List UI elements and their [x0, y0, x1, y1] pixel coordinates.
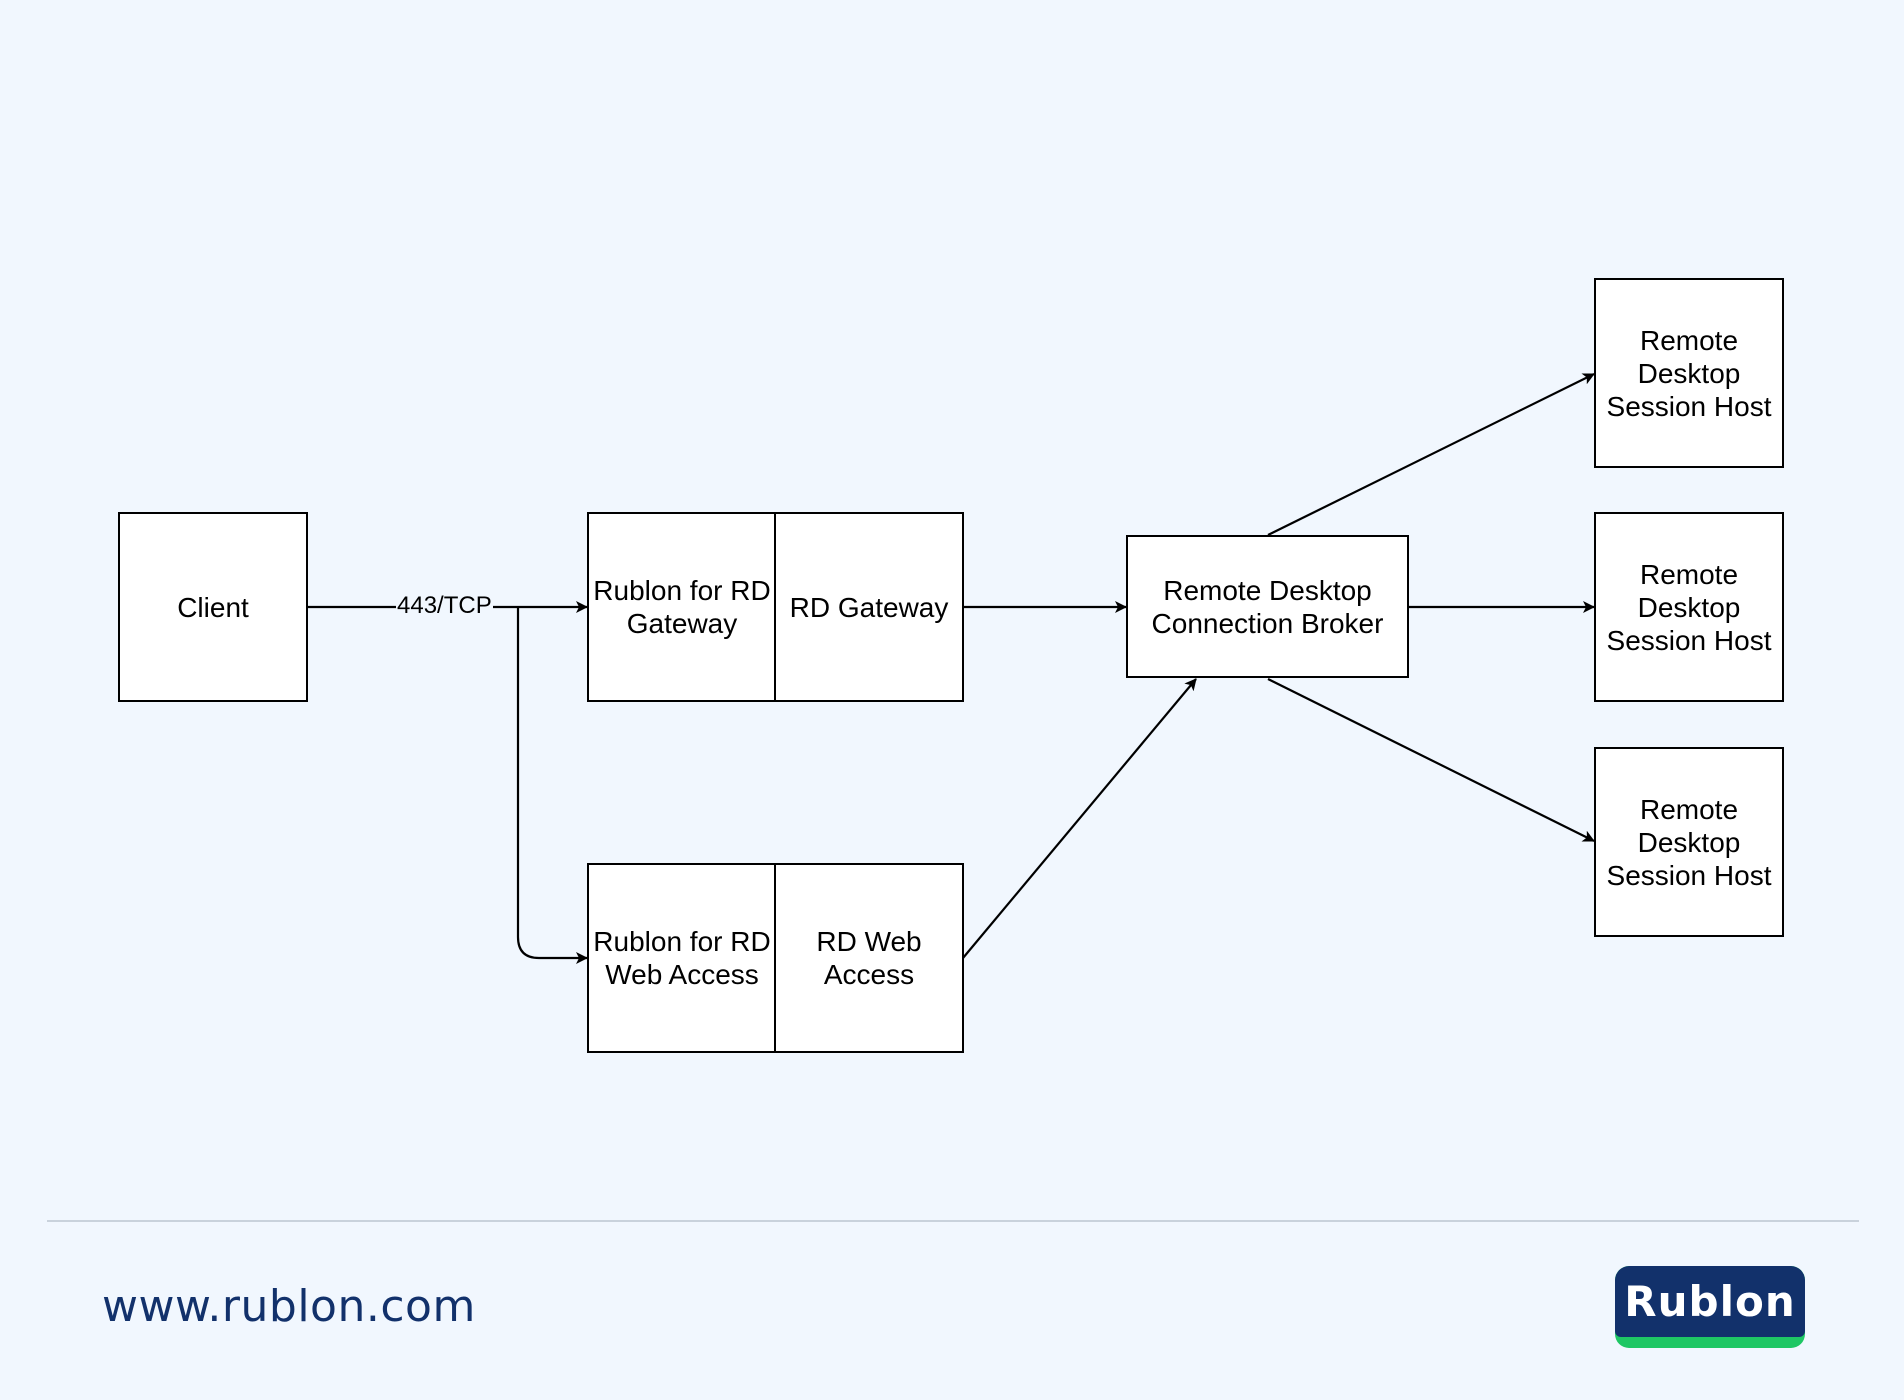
- rublon-logo-text: Rublon: [1624, 1277, 1796, 1326]
- rd-web-access-label: RD Web Access: [816, 926, 922, 990]
- edge-label-443-tcp: 443/TCP: [396, 592, 493, 620]
- rublon-rd-web-access-label: Rublon for RD Web Access: [593, 926, 771, 990]
- footer-divider: [47, 1220, 1859, 1222]
- rd-web-access-node: RD Web Access: [774, 863, 964, 1053]
- edge-broker-to-session-host-1: [1267, 373, 1595, 536]
- rublon-rd-web-access-node: Rublon for RD Web Access: [587, 863, 777, 1053]
- rd-gateway-label: RD Gateway: [789, 591, 949, 623]
- rublon-logo-badge: Rublon: [1615, 1266, 1805, 1337]
- session-host-2-node: Remote Desktop Session Host: [1594, 512, 1784, 702]
- session-host-1-node: Remote Desktop Session Host: [1594, 278, 1784, 468]
- edge-broker-to-session-host-3: [1267, 678, 1595, 842]
- edge-client-to-rublon-web-access: [516, 607, 588, 964]
- edge-web-access-to-broker: [962, 678, 1197, 959]
- rd-gateway-node: RD Gateway: [774, 512, 964, 702]
- client-node: Client: [118, 512, 308, 702]
- rublon-logo[interactable]: Rublon: [1615, 1266, 1805, 1348]
- session-host-1-label: Remote Desktop Session Host: [1606, 324, 1772, 422]
- rublon-rd-gateway-node: Rublon for RD Gateway: [587, 512, 777, 702]
- client-label: Client: [177, 591, 249, 623]
- session-host-3-label: Remote Desktop Session Host: [1606, 793, 1772, 891]
- connection-broker-node: Remote Desktop Connection Broker: [1126, 535, 1409, 678]
- session-host-3-node: Remote Desktop Session Host: [1594, 747, 1784, 937]
- connection-broker-label: Remote Desktop Connection Broker: [1151, 574, 1384, 639]
- rublon-rd-gateway-label: Rublon for RD Gateway: [593, 575, 771, 639]
- session-host-2-label: Remote Desktop Session Host: [1606, 558, 1772, 656]
- website-url[interactable]: www.rublon.com: [102, 1281, 476, 1332]
